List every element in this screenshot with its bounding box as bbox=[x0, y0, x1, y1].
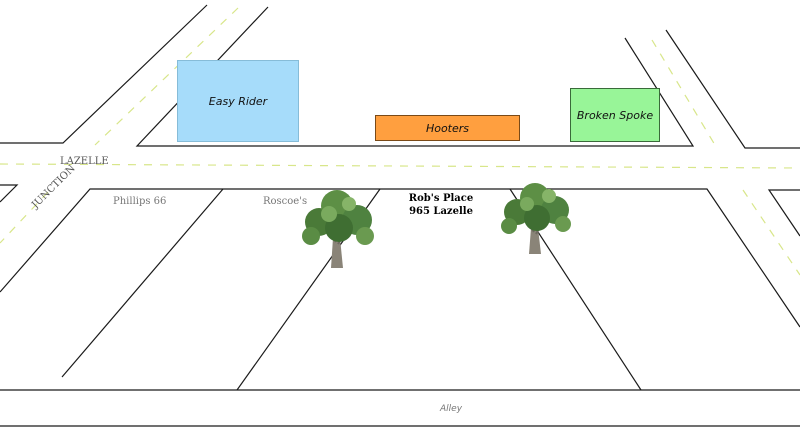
lot-divider-1 bbox=[61, 188, 224, 378]
lazelle-south-edge-left bbox=[0, 184, 19, 203]
robs-place-address: 965 Lazelle bbox=[409, 206, 473, 217]
hooters-building[interactable]: Hooters bbox=[375, 115, 520, 141]
junction-centerline-lower bbox=[0, 191, 49, 244]
lazelle-south-edge-right bbox=[767, 189, 800, 237]
robs-place-name: Rob's Place bbox=[408, 193, 474, 204]
broken-spoke-building[interactable]: Broken Spoke bbox=[570, 88, 660, 142]
easy-rider-label: Easy Rider bbox=[208, 94, 268, 108]
easy-rider-building[interactable]: Easy Rider bbox=[177, 60, 299, 142]
phillips-66-label: Phillips 66 bbox=[113, 196, 167, 207]
lazelle-north-edge-left bbox=[0, 4, 208, 144]
tree-icon bbox=[501, 183, 571, 254]
lazelle-south-edge-main bbox=[0, 188, 800, 328]
lazelle-north-edge-right bbox=[665, 29, 800, 149]
roscoes-label: Roscoe's bbox=[263, 196, 308, 207]
hooters-label: Hooters bbox=[425, 121, 470, 135]
lazelle-street-label: LAZELLE bbox=[60, 156, 109, 167]
junction-centerline-upper bbox=[94, 7, 239, 146]
robs-place-label[interactable]: Rob's Place 965 Lazelle bbox=[400, 192, 482, 218]
right-street-centerline-upper bbox=[651, 39, 716, 146]
tree-icon bbox=[302, 190, 374, 268]
right-street-centerline-lower bbox=[742, 189, 800, 276]
alley-label: Alley bbox=[440, 404, 463, 414]
broken-spoke-label: Broken Spoke bbox=[576, 108, 654, 122]
lazelle-centerline bbox=[0, 163, 800, 169]
